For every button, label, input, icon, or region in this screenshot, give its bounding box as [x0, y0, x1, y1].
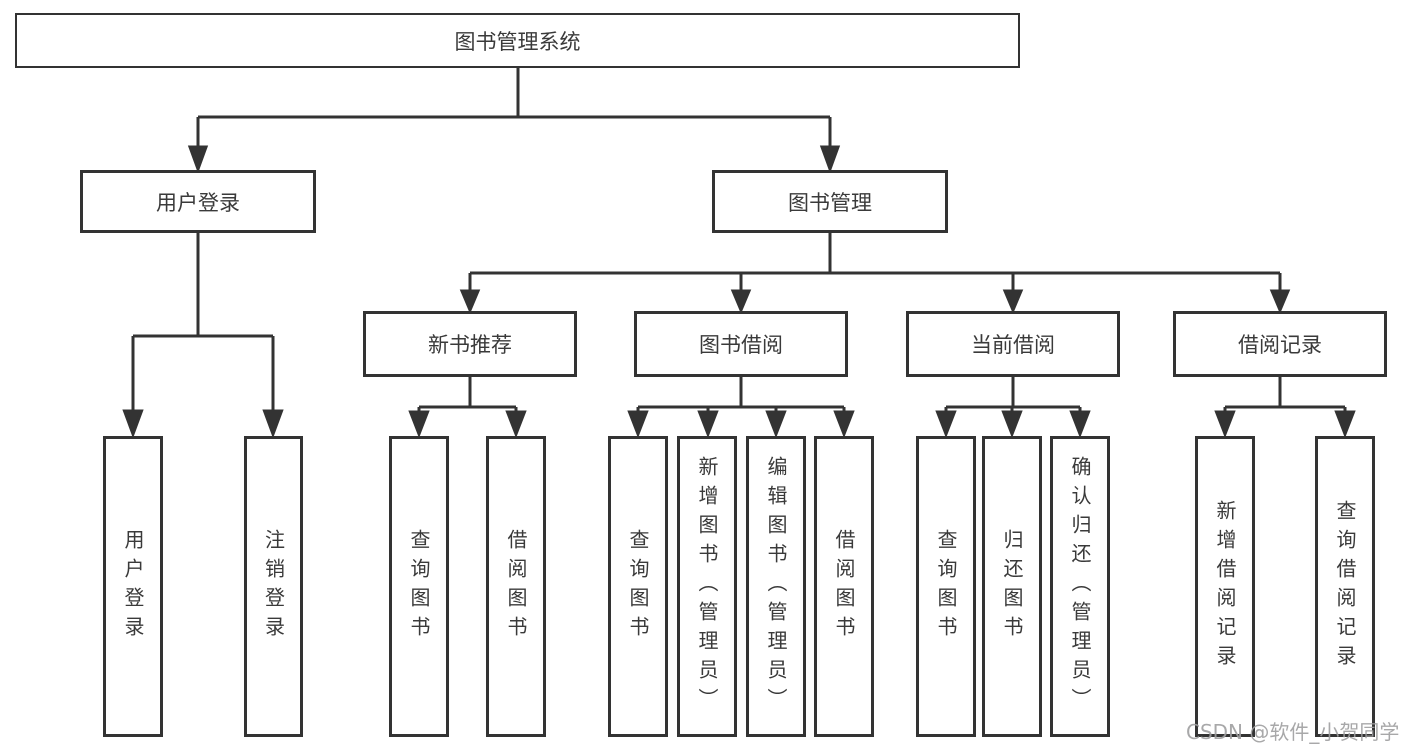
node-label: 归还图书: [1000, 528, 1024, 645]
connector-current-to-leaves: [935, 377, 1091, 439]
node-label: 新书推荐: [428, 333, 512, 357]
node-label: 当前借阅: [971, 333, 1055, 357]
connector-borrowing-to-leaves: [627, 377, 855, 439]
node-label: 借阅记录: [1238, 333, 1322, 357]
csdn-watermark: CSDN @软件_小贺同学: [1186, 720, 1400, 744]
leaf-add-borrow-record: 新增借阅记录: [1195, 436, 1255, 737]
leaf-query-borrow-record: 查询借阅记录: [1315, 436, 1375, 737]
leaf-query-books-recommend: 查询图书: [389, 436, 449, 737]
node-book-borrowing: 图书借阅: [634, 311, 848, 377]
node-library-management-system: 图书管理系统: [15, 13, 1020, 68]
node-current-borrowing: 当前借阅: [906, 311, 1120, 377]
node-label: 确认归还（管理员）: [1068, 456, 1092, 717]
node-label: 图书管理系统: [454, 29, 581, 54]
node-label: 借阅图书: [832, 528, 856, 645]
node-label: 用户登录: [121, 528, 145, 645]
leaf-query-books-current: 查询图书: [916, 436, 976, 737]
connector-bookmgmt-to-level3: [459, 233, 1291, 314]
leaf-add-books-admin: 新增图书（管理员）: [677, 436, 737, 737]
leaf-logout: 注销登录: [244, 436, 303, 737]
leaf-query-books-borrowing: 查询图书: [608, 436, 668, 737]
leaf-borrow-books-recommend: 借阅图书: [486, 436, 546, 737]
node-user-login: 用户登录: [80, 170, 316, 233]
node-label: 注销登录: [261, 528, 286, 645]
node-borrow-records: 借阅记录: [1173, 311, 1387, 377]
node-label: 图书借阅: [699, 333, 783, 357]
leaf-confirm-return-admin: 确认归还（管理员）: [1050, 436, 1110, 737]
leaf-user-login: 用户登录: [103, 436, 163, 737]
node-label: 查询图书: [407, 528, 431, 645]
node-label: 查询图书: [626, 528, 650, 645]
connector-records-to-leaves: [1214, 377, 1356, 439]
node-book-management: 图书管理: [712, 170, 948, 233]
node-label: 查询图书: [934, 528, 958, 645]
node-label: 查询借阅记录: [1333, 499, 1357, 674]
node-label: 借阅图书: [504, 528, 528, 645]
node-label: 用户登录: [156, 190, 240, 215]
node-label: 图书管理: [788, 190, 872, 215]
leaf-edit-books-admin: 编辑图书（管理员）: [746, 436, 806, 737]
connector-newbook-to-leaves: [408, 377, 527, 439]
leaf-borrow-books-borrowing: 借阅图书: [814, 436, 874, 737]
connector-root-to-level2: [187, 67, 841, 174]
node-label: 新增借阅记录: [1213, 499, 1237, 674]
leaf-return-books: 归还图书: [982, 436, 1042, 737]
node-new-book-recommend: 新书推荐: [363, 311, 577, 377]
node-label: 新增图书（管理员）: [695, 456, 719, 717]
connector-userlogin-to-leaves: [122, 233, 284, 439]
node-label: 编辑图书（管理员）: [764, 456, 788, 717]
